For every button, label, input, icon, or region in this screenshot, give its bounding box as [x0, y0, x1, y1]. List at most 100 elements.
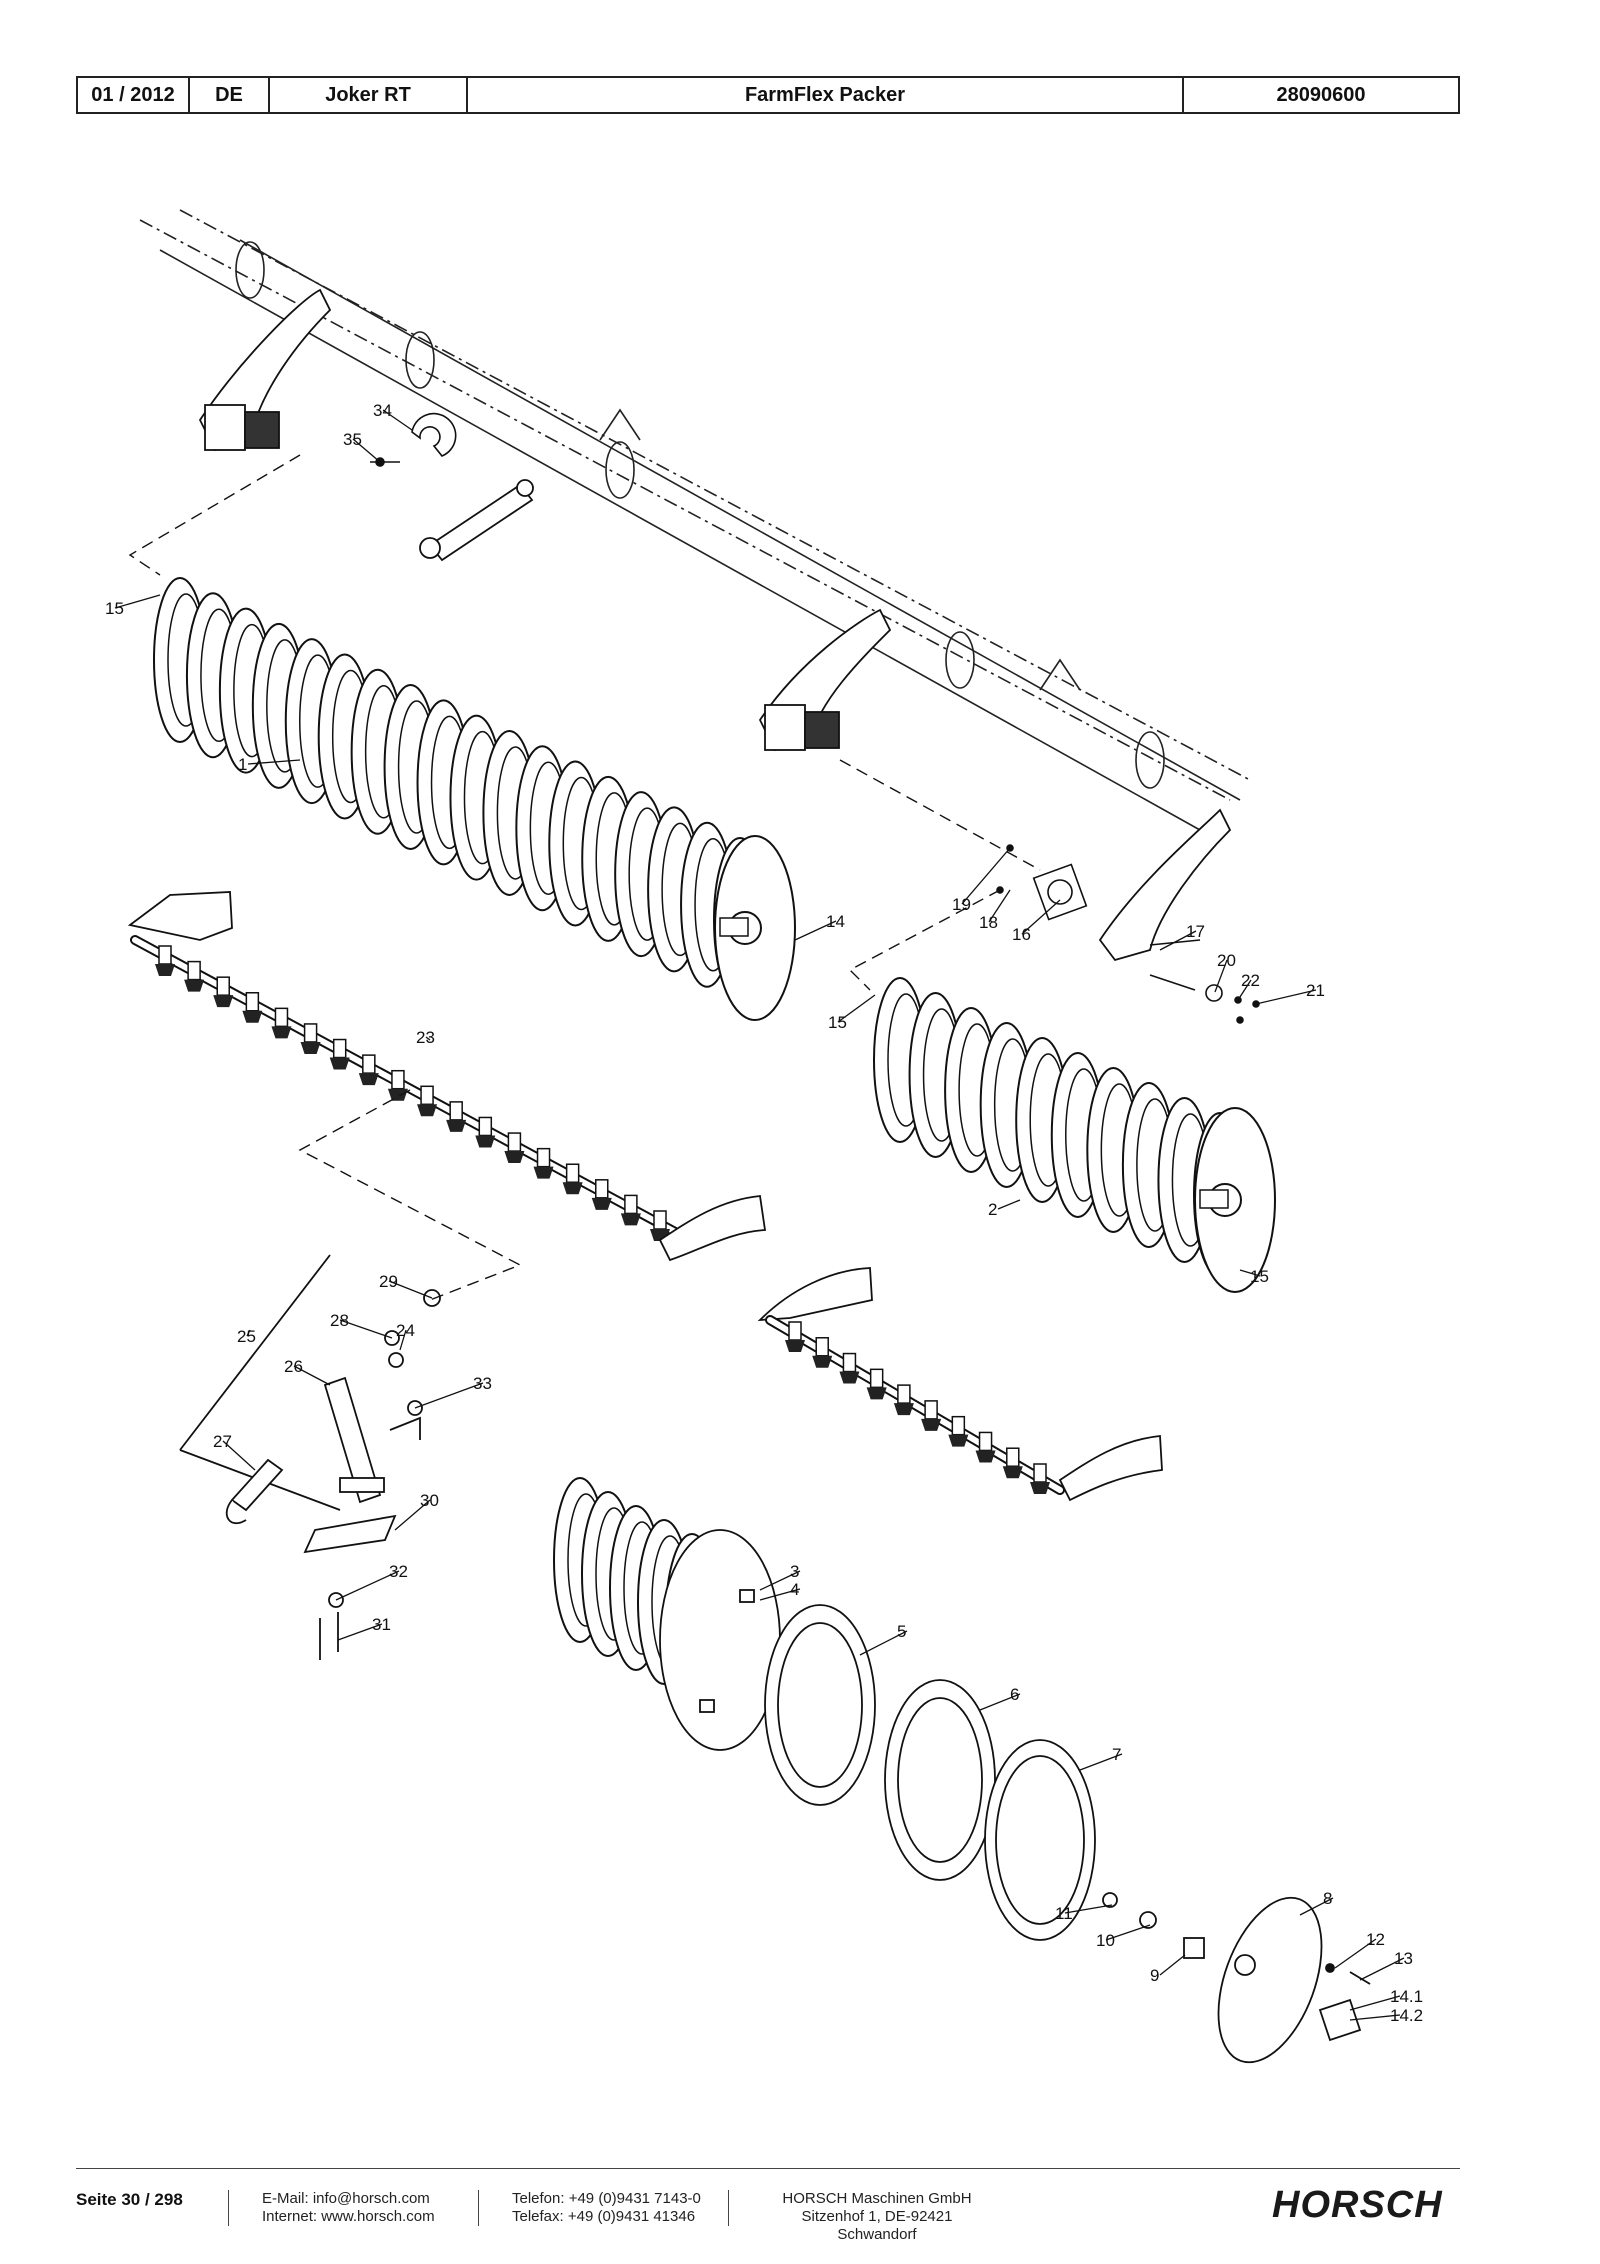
leader-line: [394, 1499, 431, 1531]
callout-number: 16: [1012, 925, 1031, 944]
callout-number: 11: [1055, 1904, 1073, 1923]
hydraulic-cylinder: [419, 479, 534, 562]
leader-line: [388, 1280, 433, 1299]
callout-number: 14.2: [1390, 2006, 1423, 2025]
page-number: Seite 30 / 298: [76, 2190, 183, 2209]
frame: [139, 209, 1251, 831]
leader-line: [1021, 899, 1061, 935]
leader-lines: [114, 409, 1405, 2021]
header-assembly: FarmFlex Packer: [468, 78, 1184, 112]
callout-number: 8: [1323, 1889, 1332, 1908]
footer-company: HORSCH Maschinen GmbH: [782, 2190, 972, 2207]
callout-number: 29: [379, 1272, 398, 1291]
callout-number: 3: [790, 1562, 799, 1581]
callout-number: 15: [1250, 1267, 1269, 1286]
callout-number: 19: [952, 895, 971, 914]
callout-number: 23: [416, 1028, 435, 1047]
callout-number: 7: [1112, 1745, 1121, 1764]
leader-line: [114, 594, 161, 609]
leader-line: [414, 1382, 484, 1409]
callout-number: 22: [1241, 971, 1260, 990]
footer-internet: Internet: www.horsch.com: [262, 2208, 435, 2225]
callout-number: 20: [1217, 951, 1236, 970]
callout-number: 9: [1150, 1966, 1159, 1985]
callout-number: 4: [790, 1580, 799, 1599]
scraper-bar-24: [757, 1267, 1163, 1502]
leader-line: [988, 889, 1011, 923]
footer-contact-phone: Telefon: +49 (0)9431 7143-0 Telefax: +49…: [512, 2190, 701, 2226]
header-language: DE: [190, 78, 270, 112]
leader-line: [247, 759, 301, 765]
horsch-logo: HORSCH: [1272, 2184, 1443, 2226]
leader-line: [1359, 1957, 1405, 1981]
leader-line: [293, 1365, 331, 1386]
arm-middle: [758, 608, 892, 752]
callout-number: 1: [238, 755, 247, 774]
callout-number: 34: [373, 401, 392, 420]
leader-line: [246, 1329, 251, 1337]
leader-line: [837, 994, 876, 1023]
footer-company-block: HORSCH Maschinen GmbH Sitzenhof 1, DE-92…: [762, 2190, 992, 2244]
footer-address: Sitzenhof 1, DE-92421 Schwandorf: [801, 2208, 953, 2243]
footer-fax: Telefax: +49 (0)9431 41346: [512, 2208, 696, 2225]
leader-line: [1334, 1938, 1377, 1969]
scraper-assembly-25: [179, 1254, 441, 1660]
callout-number: 14: [826, 912, 845, 931]
leader-line: [1349, 2014, 1401, 2021]
callout-number: 12: [1366, 1930, 1385, 1949]
callout-number: 30: [420, 1491, 439, 1510]
leader-line: [1064, 1904, 1113, 1914]
leader-line: [222, 1440, 256, 1471]
leader-line: [759, 1570, 801, 1591]
packer-roller-1: [153, 577, 796, 1021]
leader-line: [1105, 1924, 1151, 1941]
leader-line: [997, 1199, 1021, 1210]
leader-line: [339, 1319, 393, 1339]
callout-number: 6: [1010, 1685, 1019, 1704]
callout-number: 28: [330, 1311, 349, 1330]
leader-line: [399, 1329, 407, 1351]
callout-number: 24: [396, 1321, 415, 1340]
leader-line: [337, 1623, 383, 1641]
header-table: 01 / 2012 DE Joker RT FarmFlex Packer 28…: [76, 76, 1460, 114]
header-machine: Joker RT: [270, 78, 468, 112]
footer-separator: [478, 2190, 479, 2226]
callout-number: 27: [213, 1432, 232, 1451]
footer-phone: Telefon: +49 (0)9431 7143-0: [512, 2190, 701, 2207]
callout-number: 33: [473, 1374, 492, 1393]
leader-line: [382, 409, 413, 431]
scraper-bar-23: [127, 891, 767, 1262]
leader-line: [979, 1693, 1021, 1711]
callout-number: 15: [105, 599, 124, 618]
leader-line: [961, 847, 1011, 905]
exploded-parts-drawing: 123456789101112131414.114.21515151617181…: [105, 209, 1423, 2064]
leader-line: [859, 1630, 908, 1656]
part-34-35: [370, 412, 457, 467]
leader-line: [425, 1036, 431, 1041]
leader-line: [1349, 1995, 1401, 2011]
callout-number: 31: [372, 1615, 391, 1634]
footer-separator: [728, 2190, 729, 2226]
callout-number: 15: [828, 1013, 847, 1032]
bearing-group: [996, 844, 1260, 1024]
leader-line: [1299, 1897, 1334, 1916]
callout-number: 26: [284, 1357, 303, 1376]
callout-number: 32: [389, 1562, 408, 1581]
arm-right: [1098, 808, 1232, 962]
footer-rule: [76, 2168, 1460, 2169]
header-date: 01 / 2012: [78, 78, 190, 112]
callout-number: 35: [343, 430, 362, 449]
leader-line: [352, 438, 381, 463]
leader-line: [1159, 930, 1197, 951]
roller-end-detail: [553, 1477, 1371, 2064]
callout-number: 10: [1096, 1931, 1115, 1950]
arm-left: [198, 288, 332, 452]
leader-line: [1255, 989, 1317, 1005]
leader-line: [1214, 959, 1228, 993]
callout-number: 5: [897, 1622, 906, 1641]
footer-separator: [228, 2190, 229, 2226]
callout-number: 21: [1306, 981, 1325, 1000]
footer-email: E-Mail: info@horsch.com: [262, 2190, 430, 2207]
callout-number: 25: [237, 1327, 256, 1346]
